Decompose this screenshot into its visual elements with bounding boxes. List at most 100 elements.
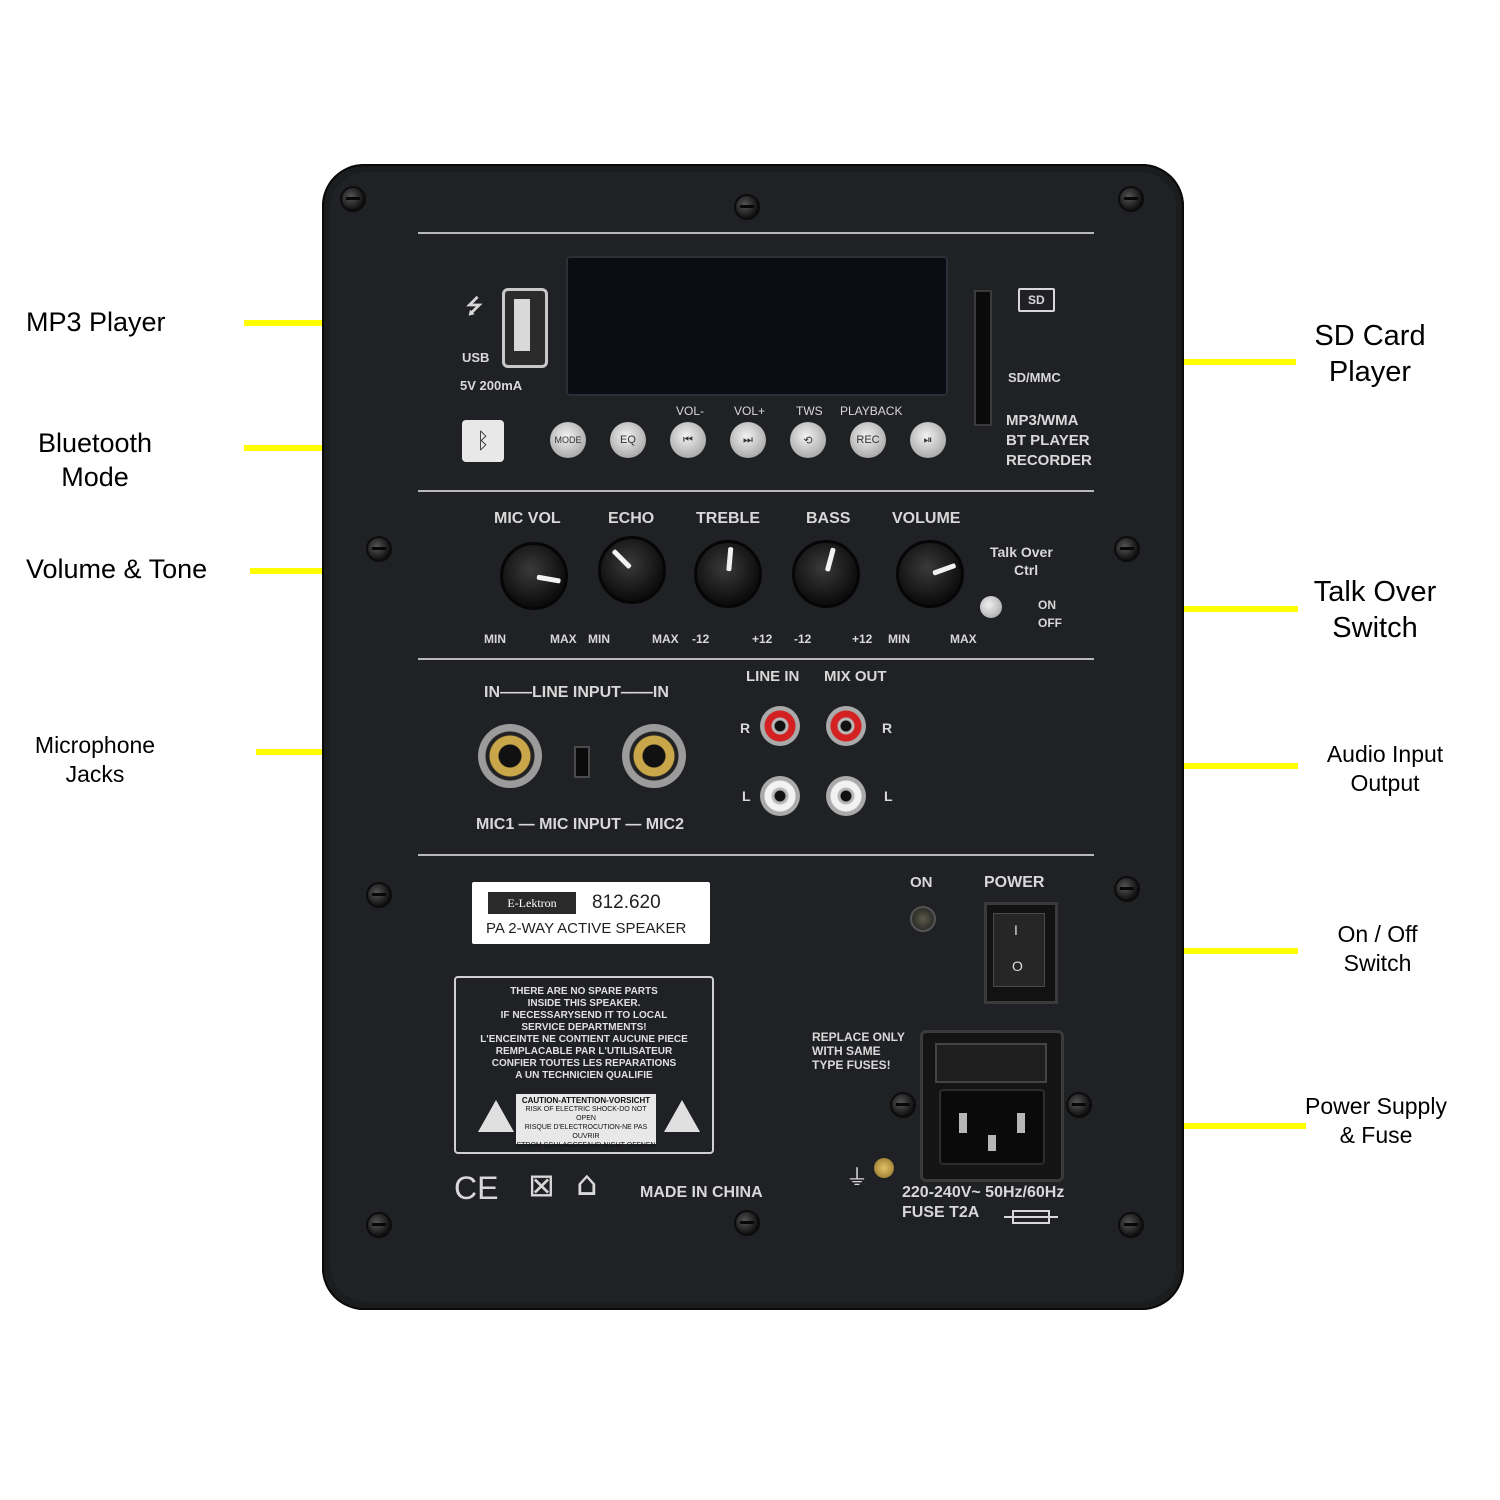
eq-button[interactable]: EQ [610,422,646,458]
caution-line: STROM SCHLAGGEFAHR-NICHT OFFNEN [516,1142,656,1149]
play-pause-button[interactable]: ⏯ [910,422,946,458]
knob-minus12-label: -12 [794,632,812,646]
warning-line: INSIDE THIS SPEAKER. [527,998,641,1009]
player-label-line1: MP3/WMA [1006,412,1079,429]
warning-line: IF NECESSARYSEND IT TO LOCAL [500,1010,668,1021]
l-right-label: L [884,788,893,804]
usb-icon: ⭍ [466,296,483,318]
knob-indicator [536,574,561,584]
player-label-line2: BT PLAYER [1006,432,1090,449]
divider [418,854,1094,856]
treble-label: TREBLE [696,510,760,527]
callout-bluetooth-mode: Bluetooth Mode [20,427,170,495]
line-in-r-jack[interactable] [760,706,800,746]
mic-vol-knob[interactable] [500,542,568,610]
mix-out-r-jack[interactable] [826,706,866,746]
screw-icon [1118,1212,1144,1238]
indoor-use-icon: ⌂ [576,1164,598,1204]
callout-power-supply-fuse: Power Supply & Fuse [1290,1092,1462,1150]
inlet-pin [1017,1113,1025,1133]
callout-sd-line1: SD Card [1314,320,1426,352]
iec-power-inlet[interactable] [920,1030,1064,1182]
knob-plus12-label: +12 [752,632,773,646]
usb-power-label: 5V 200mA [460,378,523,393]
treble-knob[interactable] [694,540,762,608]
screw-icon [340,186,366,212]
rec-button[interactable]: REC [850,422,886,458]
caution-label: CAUTION-ATTENTION-VORSICHT RISK OF ELECT… [516,1094,656,1149]
usb-port[interactable] [502,288,548,368]
sd-mmc-label: SD/MMC [1008,370,1061,385]
knob-indicator [611,548,632,570]
sd-card-slot[interactable] [974,290,992,426]
power-indicator-led [910,906,936,932]
echo-knob[interactable] [598,536,666,604]
knob-min-label: MIN [484,632,506,646]
exclamation-warning-icon [664,1100,700,1132]
mix-out-l-jack[interactable] [826,776,866,816]
caution-title: CAUTION-ATTENTION-VORSICHT [521,1096,651,1105]
rocker-on-mark: I [1014,922,1018,938]
screw-icon [1114,536,1140,562]
talk-over-label-line1: Talk Over [990,544,1053,560]
talk-over-on-label: ON [1038,598,1056,612]
callout-mic-line1: Microphone [34,732,156,758]
speaker-rear-panel: ⭍ USB 5V 200mA SD SD/MMC MP3/WMA BT PLAY… [322,164,1184,1310]
fuse-icon [1004,1210,1058,1224]
model-description: PA 2-WAY ACTIVE SPEAKER [486,920,687,937]
echo-label: ECHO [608,510,655,527]
screw-icon [366,1212,392,1238]
screw-icon [1114,876,1140,902]
divider [418,658,1094,660]
line-in-label: LINE IN [746,668,800,685]
knob-indicator [932,562,957,576]
screw-icon [734,1210,760,1236]
mode-button[interactable]: MODE [550,422,586,458]
warning-text: THERE ARE NO SPARE PARTS INSIDE THIS SPE… [456,986,712,1082]
lcd-display [566,256,948,396]
caution-line: RISK OF ELECTRIC SHOCK-DO NOT OPEN [525,1106,647,1122]
next-button[interactable]: ⏭ [730,422,766,458]
knob-plus12-label: +12 [852,632,873,646]
knob-minus12-label: -12 [692,632,710,646]
talk-over-switch[interactable] [980,596,1002,618]
power-rocker-switch[interactable]: I O [984,902,1058,1004]
bass-label: BASS [806,510,851,527]
line-input-label: IN——LINE INPUT——IN [484,684,669,701]
mic1-jack[interactable] [478,724,542,788]
repeat-button[interactable]: ⟲ [790,422,826,458]
callout-mp3-player: MP3 Player [26,307,166,337]
callout-bluetooth-line2: Mode [61,461,129,492]
warning-line: L'ENCEINTE NE CONTIENT AUCUNE PIECE [480,1034,688,1045]
callout-sd-line2: Player [1328,356,1412,389]
bass-knob[interactable] [792,540,860,608]
screw-icon [1066,1092,1092,1118]
bluetooth-button[interactable]: ᛒ [462,420,504,462]
callout-microphone-jacks: Microphone Jacks [20,731,170,789]
warning-line: SERVICE DEPARTMENTS! [521,1022,647,1033]
rating-line2: FUSE T2A [902,1204,980,1221]
talk-over-off-label: OFF [1038,616,1062,630]
callout-audio-line1: Audio Input [1326,741,1444,767]
callout-power-line1: Power Supply [1305,1093,1447,1119]
shock-warning-icon [478,1100,514,1132]
player-label-line3: RECORDER [1006,452,1092,469]
fuse-drawer[interactable] [935,1043,1047,1083]
warning-label: THERE ARE NO SPARE PARTS INSIDE THIS SPE… [454,976,714,1154]
mix-out-label: MIX OUT [824,668,887,685]
line-in-l-jack[interactable] [760,776,800,816]
inlet-socket [939,1089,1045,1165]
screw-icon [366,882,392,908]
volume-knob[interactable] [896,540,964,608]
screw-icon [366,536,392,562]
mic-vol-label: MIC VOL [494,510,561,527]
sd-icon: SD [1018,288,1055,312]
prev-button[interactable]: ⏮ [670,422,706,458]
knob-indicator [726,546,734,572]
vol-minus-label: VOL- [676,404,705,418]
inlet-pin [959,1113,967,1133]
warning-line: CONFIER TOUTES LES REPARATIONS [491,1058,677,1069]
fuse-note-line3: TYPE FUSES! [812,1058,891,1072]
mic2-jack[interactable] [622,724,686,788]
input-selector-switch[interactable] [574,746,590,778]
